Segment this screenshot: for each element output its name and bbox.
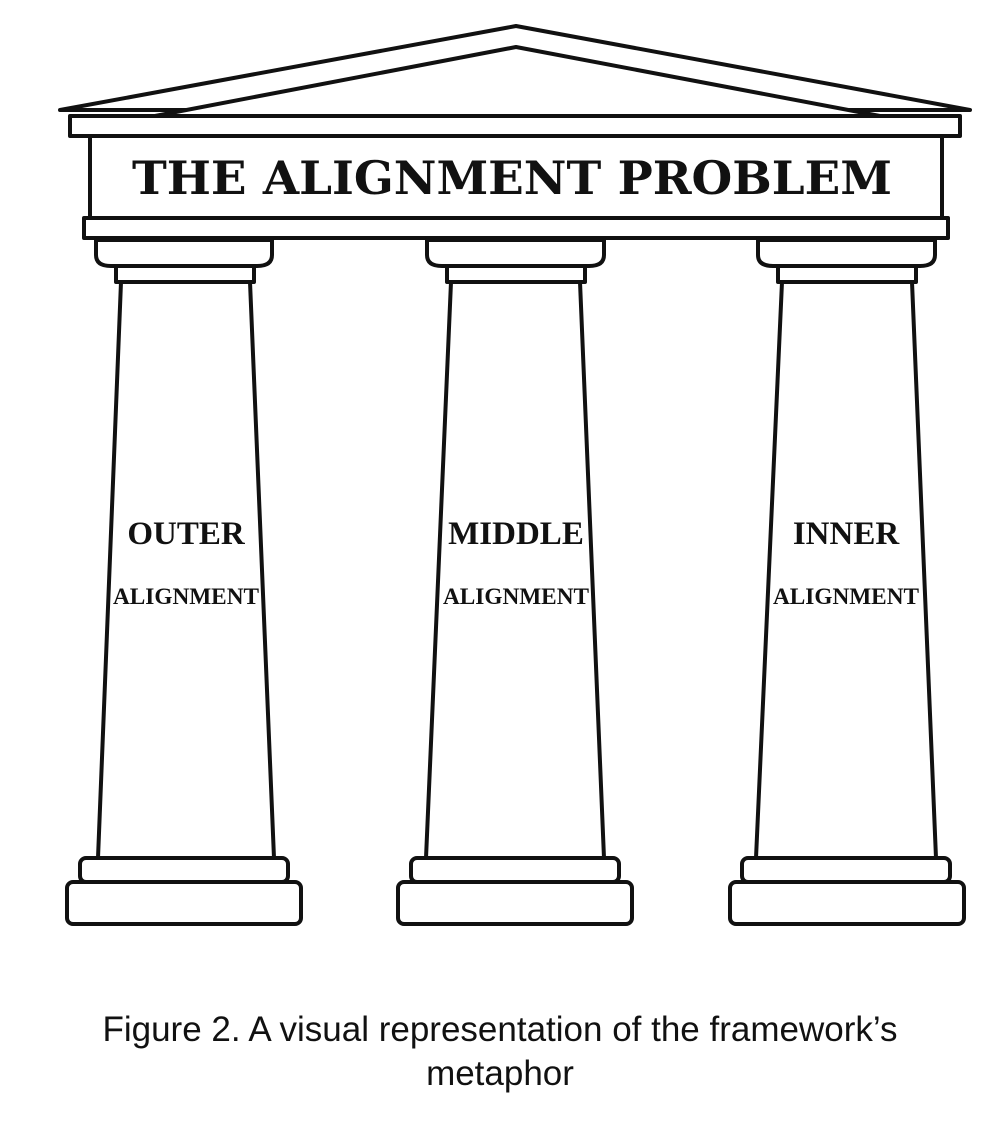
temple-roof bbox=[58, 24, 972, 138]
pillar-middle-label-line1: MIDDLE bbox=[448, 516, 584, 552]
pillar-inner-label-line1: INNER bbox=[793, 516, 901, 552]
pillar-middle-label-line2: ALIGNMENT bbox=[443, 584, 589, 609]
pillar-outer-label-line2: ALIGNMENT bbox=[113, 584, 259, 609]
temple-diagram: THE ALIGNMENT PROBLEM OUTER ALIGNMENT MI… bbox=[58, 24, 972, 926]
pillar-outer-label-line1: OUTER bbox=[127, 516, 246, 552]
pillar-inner-label-line2: ALIGNMENT bbox=[773, 584, 919, 609]
figure-caption: Figure 2. A visual representation of the… bbox=[102, 1010, 898, 1093]
pillar-outer-alignment: OUTER ALIGNMENT bbox=[65, 238, 303, 926]
pillar-middle-alignment: MIDDLE ALIGNMENT bbox=[396, 238, 634, 926]
diagram-title: THE ALIGNMENT PROBLEM bbox=[132, 151, 892, 205]
pillar-inner-alignment: INNER ALIGNMENT bbox=[728, 238, 966, 926]
title-band: THE ALIGNMENT PROBLEM bbox=[82, 134, 950, 240]
